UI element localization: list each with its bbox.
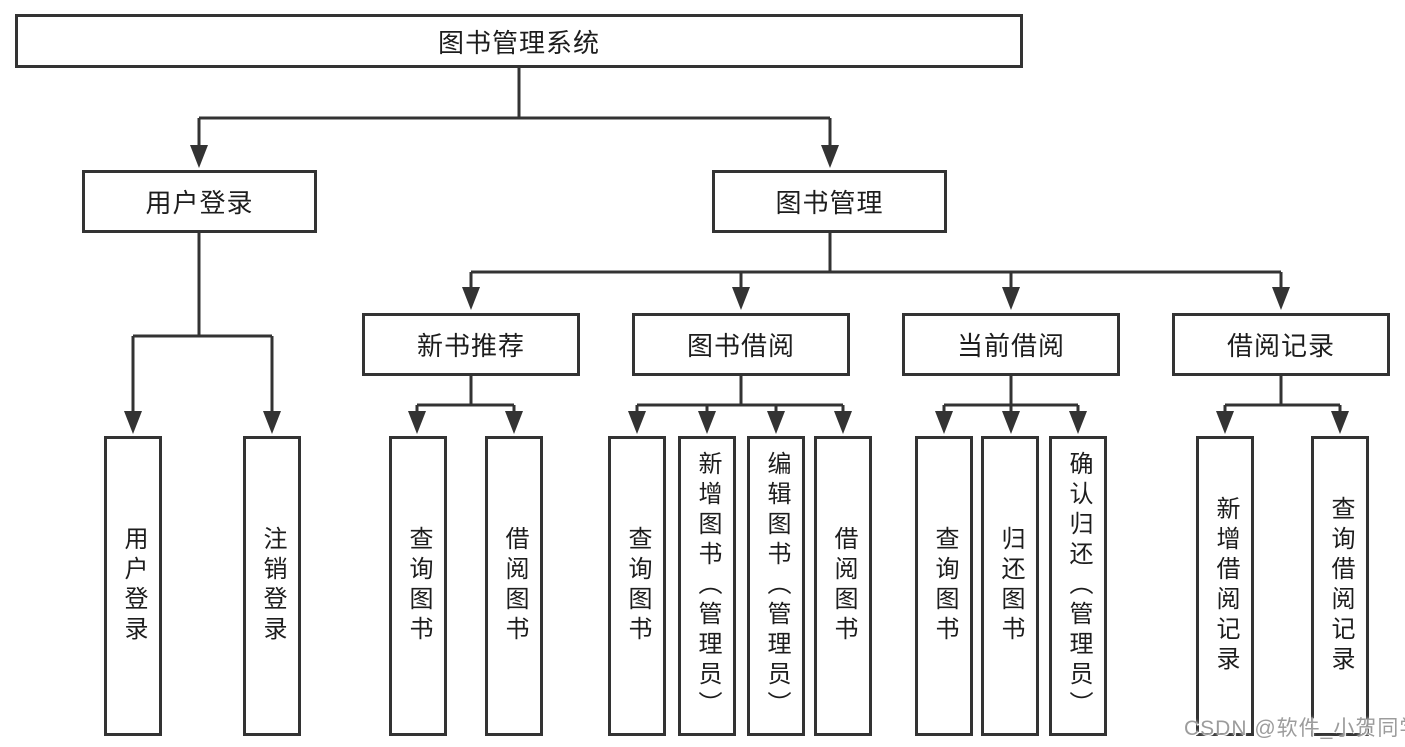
leaf-add-borrow-record: 新增借阅记录 <box>1196 436 1254 736</box>
node-label: 借阅记录 <box>1226 331 1335 361</box>
leaf-borrow-books-recommend: 借阅图书 <box>485 436 543 736</box>
leaf-borrow-books-borrowing: 借阅图书 <box>814 436 872 736</box>
leaf-label: 注销登录 <box>259 526 286 646</box>
leaf-label: 新增图书（管理员） <box>694 451 721 721</box>
leaf-label: 查询借阅记录 <box>1327 496 1354 676</box>
leaf-label: 查询图书 <box>405 526 432 646</box>
node-label: 图书管理系统 <box>437 27 600 58</box>
node-new-book-recommendation: 新书推荐 <box>362 313 580 376</box>
leaf-return-books: 归还图书 <box>981 436 1039 736</box>
leaf-query-books-current: 查询图书 <box>915 436 973 736</box>
leaf-confirm-return-admin: 确认归还（管理员） <box>1049 436 1107 736</box>
leaf-label: 借阅图书 <box>830 526 857 646</box>
leaf-label: 确认归还（管理员） <box>1065 451 1092 721</box>
node-label: 新书推荐 <box>416 331 525 361</box>
connector-root-to-level2 <box>197 68 832 150</box>
node-user-login: 用户登录 <box>82 170 317 233</box>
leaf-user-login: 用户登录 <box>104 436 162 736</box>
node-library-management-system: 图书管理系统 <box>15 14 1023 68</box>
node-current-borrowing: 当前借阅 <box>902 313 1120 376</box>
node-book-borrowing: 图书借阅 <box>632 313 850 376</box>
leaf-label: 借阅图书 <box>501 526 528 646</box>
leaf-query-books-recommend: 查询图书 <box>389 436 447 736</box>
leaf-label: 查询图书 <box>624 526 651 646</box>
node-label: 图书管理 <box>775 188 884 218</box>
leaf-query-borrow-record: 查询借阅记录 <box>1311 436 1369 736</box>
leaf-label: 归还图书 <box>997 526 1024 646</box>
node-label: 图书借阅 <box>686 331 795 361</box>
connector-userlogin-to-leaves <box>131 233 274 416</box>
connector-bookmgmt-to-level3 <box>469 233 1283 292</box>
node-label: 用户登录 <box>145 188 254 218</box>
node-label: 当前借阅 <box>956 331 1065 361</box>
arrowheads <box>124 145 1349 434</box>
leaf-label: 用户登录 <box>120 526 147 646</box>
node-book-management: 图书管理 <box>712 170 947 233</box>
leaf-edit-book-admin: 编辑图书（管理员） <box>747 436 805 736</box>
leaf-add-book-admin: 新增图书（管理员） <box>678 436 736 736</box>
leaf-label: 新增借阅记录 <box>1212 496 1239 676</box>
node-borrowing-records: 借阅记录 <box>1172 313 1390 376</box>
leaf-label: 编辑图书（管理员） <box>763 451 790 721</box>
csdn-watermark: CSDN @软件_小贺同学 <box>1184 717 1405 740</box>
connector-level3-to-leaves <box>415 376 1342 416</box>
leaf-query-books-borrowing: 查询图书 <box>608 436 666 736</box>
leaf-logout: 注销登录 <box>243 436 301 736</box>
leaf-label: 查询图书 <box>931 526 958 646</box>
